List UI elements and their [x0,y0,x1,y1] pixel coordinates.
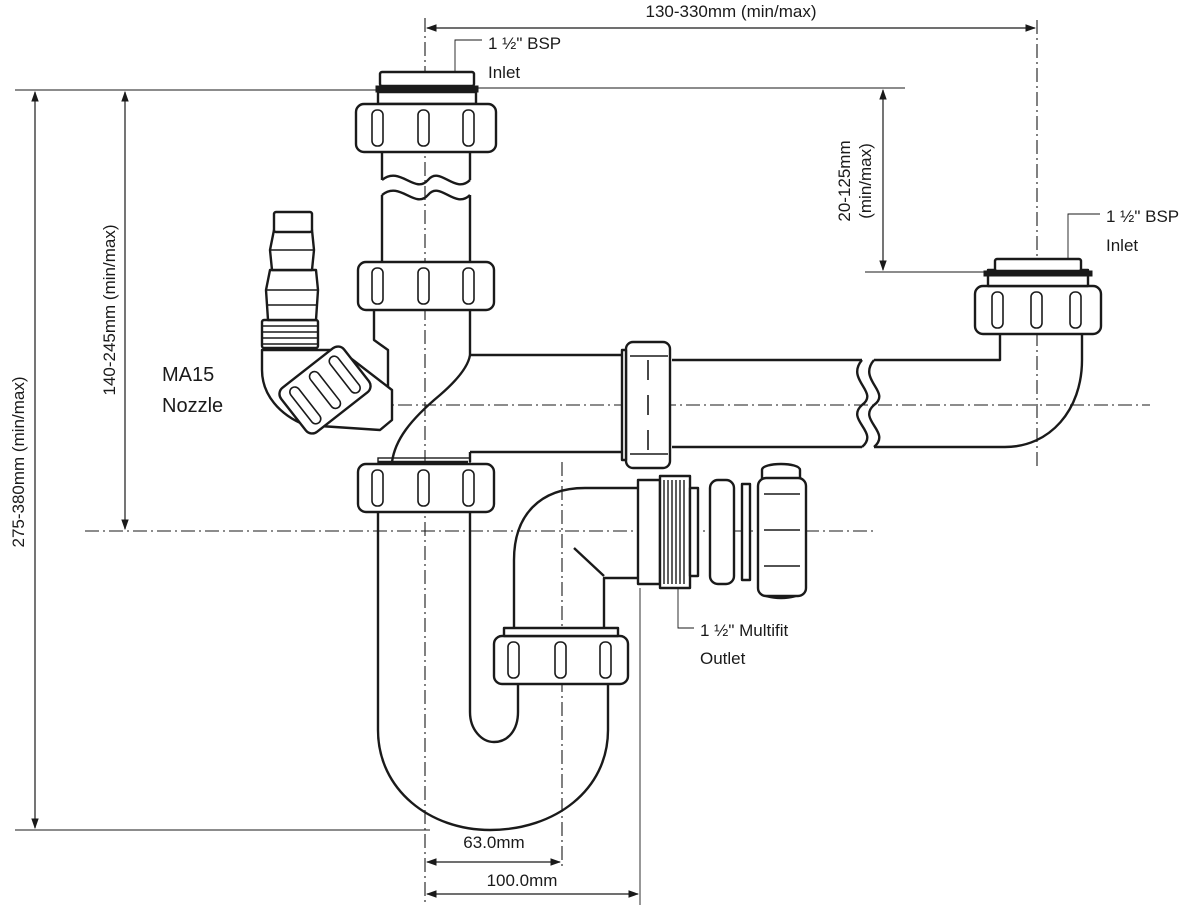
main-body [354,70,498,514]
callout-outlet: 1 ½" Multifit Outlet [677,588,789,668]
ma15-nozzle [260,210,394,435]
nozzle-label-line1: MA15 [162,364,214,386]
outlet-label-line1: 1 ½" Multifit [700,621,789,640]
dimension-right-rise: 20-125mm (min/max) [835,88,887,272]
side-inlet-label-line1: 1 ½" BSP [1106,207,1179,226]
side-inlet [973,257,1103,336]
main-inlet-label-line1: 1 ½" BSP [488,34,561,53]
nozzle-label-line2: Nozzle [162,395,223,417]
extension-lines [15,87,990,905]
top-width-label: 130-330mm (min/max) [646,2,817,21]
center-lines [85,18,1150,905]
left-mid-height-label: 140-245mm (min/max) [100,225,119,396]
multifit-outlet [636,462,808,600]
dimension-top-width: 130-330mm (min/max) [425,2,1037,32]
outlet-label-line2: Outlet [700,649,746,668]
bottom-inner-label: 63.0mm [463,833,524,852]
left-total-height-label: 275-380mm (min/max) [9,377,28,548]
dimension-bottom-inner: 63.0mm [425,833,562,866]
main-inlet-label-line2: Inlet [488,63,520,82]
waste-arm [470,330,1084,470]
dimension-left-mid-height: 140-245mm (min/max) [100,90,129,531]
side-inlet-label-line2: Inlet [1106,236,1138,255]
dimension-bottom-outer: 100.0mm [425,871,640,898]
callout-main-inlet: 1 ½" BSP Inlet [454,34,561,82]
callout-side-inlet: 1 ½" BSP Inlet [1067,207,1179,259]
dimension-left-total-height: 275-380mm (min/max) [9,90,39,830]
right-rise-label: 20-125mm [835,140,854,221]
bottom-outer-label: 100.0mm [487,871,558,890]
right-rise-sublabel: (min/max) [856,143,875,219]
callout-nozzle: MA15 Nozzle [162,364,223,417]
trap-bend [376,486,640,832]
